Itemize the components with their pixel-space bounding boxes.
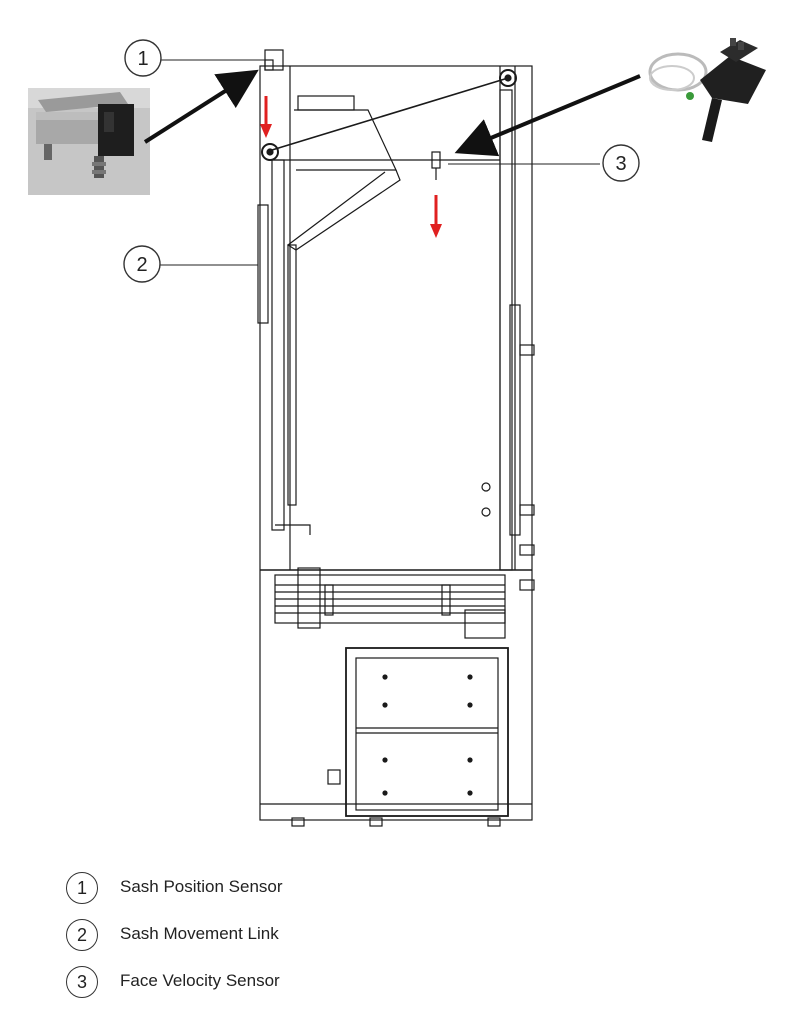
red-down-arrow-icon	[260, 96, 272, 138]
cabinet-drawing	[257, 49, 535, 827]
callout-2-number: 2	[136, 254, 147, 276]
callout-3: 3	[602, 144, 640, 182]
callout-3-number: 3	[615, 153, 626, 175]
cabinet-side-view-diagram: 1 2 3	[28, 38, 766, 827]
black-pointer-arrow-icon	[143, 69, 259, 144]
legend-label: Face Velocity Sensor	[120, 971, 280, 990]
callout-leaders	[160, 59, 600, 266]
red-down-arrow-icon	[430, 195, 442, 238]
legend-item: 1 Sash Position Sensor	[66, 870, 466, 917]
legend-number: 3	[66, 966, 98, 998]
sash-position-sensor-photo	[28, 88, 150, 195]
legend-item: 3 Face Velocity Sensor	[66, 964, 466, 1011]
callout-1: 1	[124, 39, 162, 77]
legend: 1 Sash Position Sensor 2 Sash Movement L…	[66, 870, 466, 1011]
legend-label: Sash Position Sensor	[120, 877, 283, 896]
legend-number: 2	[66, 919, 98, 951]
legend-number: 1	[66, 872, 98, 904]
callout-2: 2	[123, 245, 161, 283]
callout-1-number: 1	[137, 48, 148, 70]
legend-label: Sash Movement Link	[120, 924, 279, 943]
legend-item: 2 Sash Movement Link	[66, 917, 466, 964]
face-velocity-sensor-photo	[648, 38, 766, 142]
black-pointer-arrow-icon	[454, 74, 641, 157]
